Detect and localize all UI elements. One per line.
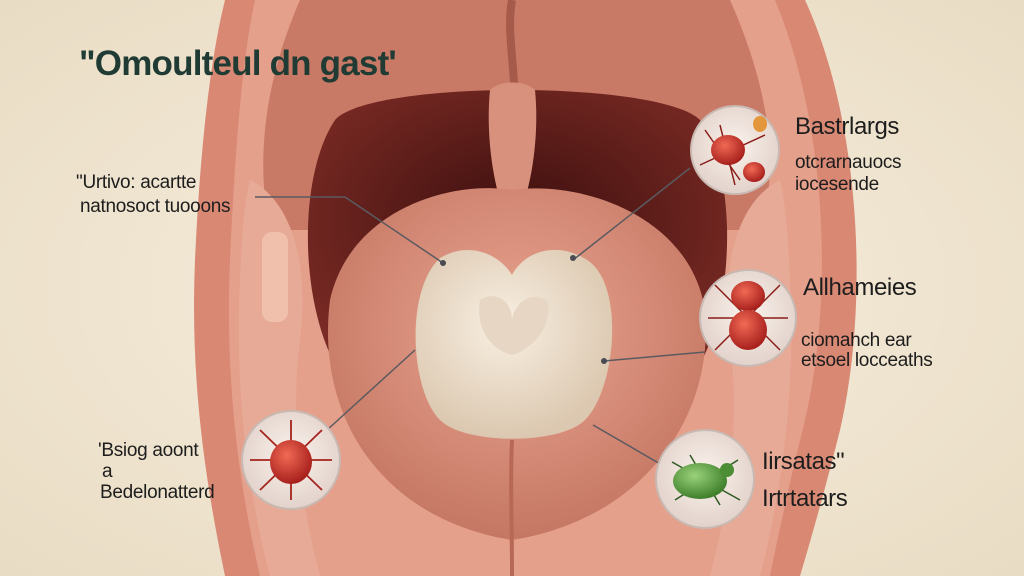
green-bacterium-icon (673, 463, 727, 499)
white-mass-dimple (479, 296, 549, 355)
callout-upper-left-line2: natnosoct tuooons (80, 196, 231, 217)
red-bacterium-icon (729, 310, 767, 350)
leader-dots (440, 255, 607, 364)
callout-lower-left-line2: a (102, 461, 113, 482)
callout-upper-left-line1: "Urtivo: acartte (76, 172, 197, 193)
spore-icon (753, 116, 767, 132)
red-bacterium-icon (743, 162, 765, 182)
red-bacterium-icon (711, 135, 745, 165)
red-bacterium-icon (270, 440, 312, 484)
callout-middle-right-line1: ciomahch ear (801, 330, 912, 351)
bacteria-circle-bottom-right (655, 429, 755, 529)
red-bacterium-icon (731, 281, 765, 311)
tongue-midline (509, 439, 514, 576)
callout-top-right-line1: otcrarnauocs (795, 152, 902, 173)
bacteria-circle-bottom-left (241, 410, 341, 510)
callout-bottom-right-line2: Irtrtatars (762, 485, 848, 512)
green-bacterium-head-icon (720, 463, 734, 477)
callout-middle-right-line2: etsoel locceaths (801, 350, 933, 371)
left-tonsil (262, 232, 288, 322)
bacteria-circle-middle-right (699, 269, 797, 367)
callout-top-right-heading: Bastrlargs (795, 113, 900, 140)
callout-top-right-line2: iocesende (795, 174, 879, 195)
callout-bottom-right-heading: Iirsatas" (762, 448, 845, 475)
callout-lower-left-line1: 'Bsiog aoont (98, 440, 199, 461)
callout-lower-left-line3: Bedelonatterd (100, 482, 215, 503)
bacteria-circle-top-right (690, 105, 780, 195)
diagram-title: "Omoulteul dn gast' (79, 44, 397, 83)
callout-middle-right-heading: Allhameies (803, 274, 917, 301)
